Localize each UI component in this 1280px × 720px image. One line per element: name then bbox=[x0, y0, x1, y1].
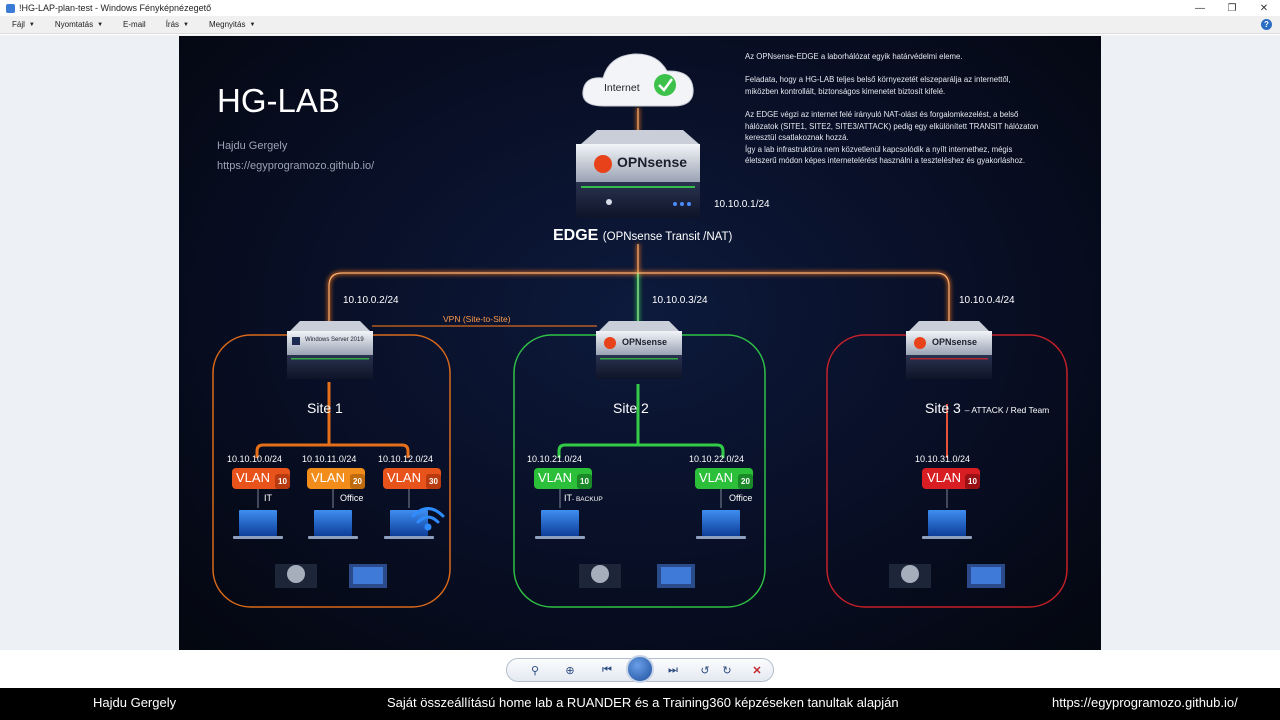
slide-description: Az OPNsense-EDGE a laborhálózat egyik ha… bbox=[745, 52, 1039, 166]
menu-email[interactable]: E-mail bbox=[123, 20, 146, 29]
viewer-toolbar: ⚲ ⊕ ⏮ ⏭ ↺ ↻ ✕ bbox=[0, 650, 1280, 688]
site2-vlan10-num: 10 bbox=[580, 477, 589, 486]
site2-vlan10-label: VLAN bbox=[538, 470, 572, 485]
slide-author: Hajdu Gergely bbox=[217, 140, 288, 152]
site3-router-device bbox=[906, 321, 992, 379]
actual-size-icon[interactable]: ⊕ bbox=[565, 664, 575, 677]
site1-vlan30-label: VLAN bbox=[387, 470, 421, 485]
internet-cloud-icon bbox=[582, 53, 694, 107]
site2-name: Site 2 bbox=[613, 400, 649, 416]
site1-name: Site 1 bbox=[307, 400, 343, 416]
workstation-icons bbox=[275, 564, 1005, 588]
site1-vlan10-num: 10 bbox=[278, 477, 287, 486]
edge-ip: 10.10.0.1/24 bbox=[714, 199, 770, 210]
help-icon[interactable]: ? bbox=[1261, 19, 1272, 30]
photo-viewer-app-icon bbox=[6, 3, 15, 13]
video-caption-bar: Hajdu Gergely Saját összeállítású home l… bbox=[0, 688, 1280, 720]
edge-label: EDGE (OPNsense Transit /NAT) bbox=[553, 227, 733, 244]
site3-vlan10-label: VLAN bbox=[927, 470, 961, 485]
site1-vlan10-label: VLAN bbox=[236, 470, 270, 485]
menu-burn[interactable]: Írás▼ bbox=[165, 20, 189, 29]
window-titlebar: !HG-LAP-plan-test - Windows Fényképnézeg… bbox=[0, 0, 1280, 16]
slide-title: HG-LAB bbox=[217, 82, 340, 119]
site2-vlan20-num: 20 bbox=[741, 477, 750, 486]
site1-vlan30-subnet: 10.10.12.0/24 bbox=[378, 454, 434, 464]
site2-vlan20-subnet: 10.10.22.0/24 bbox=[689, 454, 745, 464]
vpn-label: VPN (Site-to-Site) bbox=[443, 314, 511, 324]
edge-firewall-device bbox=[576, 130, 700, 218]
diagram-graphics bbox=[212, 53, 1068, 608]
slide-url: https://egyprogramozo.github.io/ bbox=[217, 160, 375, 172]
maximize-button[interactable]: ❐ bbox=[1227, 2, 1237, 14]
rotate-left-icon[interactable]: ↺ bbox=[700, 664, 710, 677]
site2-vlan20-label: VLAN bbox=[699, 470, 733, 485]
next-button[interactable]: ⏭ bbox=[668, 663, 678, 676]
menu-bar: Fájl▼ Nyomtatás▼ E-mail Írás▼ Megnyitás▼ bbox=[0, 16, 1280, 34]
minimize-button[interactable]: — bbox=[1195, 2, 1205, 14]
slideshow-button[interactable] bbox=[626, 655, 654, 683]
site1-vlan10-role: IT bbox=[264, 493, 272, 503]
chevron-down-icon: ▼ bbox=[28, 21, 35, 28]
previous-button[interactable]: ⏮ bbox=[602, 663, 612, 676]
close-window-button[interactable]: ✕ bbox=[1259, 2, 1269, 14]
zoom-icon[interactable]: ⚲ bbox=[530, 664, 540, 677]
delete-icon[interactable]: ✕ bbox=[752, 664, 762, 677]
site1-vlan20-num: 20 bbox=[353, 477, 362, 486]
network-diagram-image: HG-LAB Hajdu Gergely https://egyprogramo… bbox=[179, 36, 1101, 650]
vlan-badges bbox=[232, 468, 980, 489]
rotate-right-icon[interactable]: ↻ bbox=[722, 664, 732, 677]
site1-vlan20-role: Office bbox=[340, 493, 364, 503]
caption-author: Hajdu Gergely bbox=[93, 695, 177, 710]
site2-vlan10-role: IT- BACKUP bbox=[564, 493, 603, 503]
site2-vlan10-subnet: 10.10.21.0/24 bbox=[527, 454, 583, 464]
site2-vlan20-role: Office bbox=[729, 493, 753, 503]
site1-vlan30-num: 30 bbox=[429, 477, 438, 486]
site1-router-device bbox=[287, 321, 373, 379]
site2-router-label: OPNsense bbox=[622, 337, 668, 347]
site2-ip: 10.10.0.3/24 bbox=[652, 295, 708, 306]
site3-vlan10-subnet: 10.10.31.0/24 bbox=[915, 454, 971, 464]
site3-router-label: OPNsense bbox=[932, 337, 978, 347]
site1-ip: 10.10.0.2/24 bbox=[343, 295, 399, 306]
site2-router-device bbox=[596, 321, 682, 379]
site1-vlan20-subnet: 10.10.11.0/24 bbox=[302, 454, 357, 464]
wifi-icon bbox=[411, 507, 445, 531]
chevron-down-icon: ▼ bbox=[97, 21, 104, 28]
site3-ip: 10.10.0.4/24 bbox=[959, 295, 1015, 306]
site3-vlan10-num: 10 bbox=[968, 477, 977, 486]
laptop-icons bbox=[233, 510, 972, 539]
menu-print[interactable]: Nyomtatás▼ bbox=[54, 20, 104, 29]
internet-label: Internet bbox=[604, 82, 640, 94]
window-title: !HG-LAP-plan-test - Windows Fényképnézeg… bbox=[19, 3, 212, 13]
caption-url: https://egyprogramozo.github.io/ bbox=[1052, 695, 1238, 710]
site1-router-label: Windows Server 2019 bbox=[305, 337, 364, 343]
chevron-down-icon: ▼ bbox=[183, 21, 189, 28]
edge-brand-label: OPNsense bbox=[617, 154, 688, 170]
site1-vlan20-label: VLAN bbox=[311, 470, 345, 485]
menu-file[interactable]: Fájl▼ bbox=[12, 20, 35, 29]
menu-open[interactable]: Megnyitás▼ bbox=[209, 20, 256, 29]
chevron-down-icon: ▼ bbox=[249, 21, 256, 28]
caption-center: Saját összeállítású home lab a RUANDER é… bbox=[387, 695, 899, 710]
site1-vlan10-subnet: 10.10.10.0/24 bbox=[227, 454, 283, 464]
site3-name: Site 3 – ATTACK / Red Team bbox=[925, 400, 1050, 416]
